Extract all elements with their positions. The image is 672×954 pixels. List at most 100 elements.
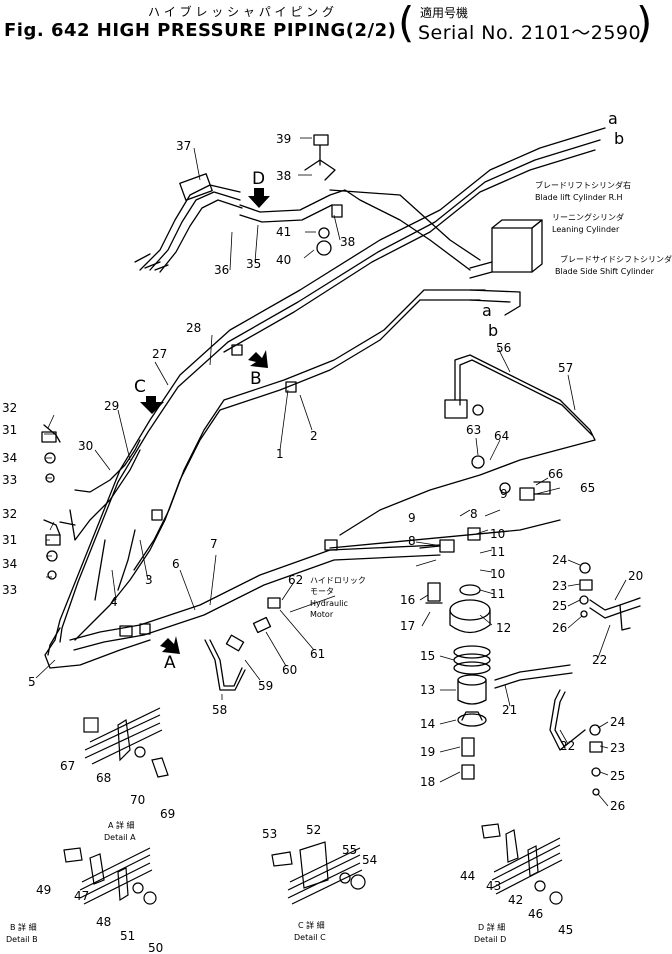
part-number: 18 — [420, 775, 435, 789]
serial-japanese: 適用号機 — [420, 6, 469, 20]
pipe-28 — [54, 127, 606, 641]
part-number: 13 — [420, 683, 435, 697]
label-motor-en1: Hydraulic — [310, 599, 348, 608]
pipe-27 — [59, 139, 601, 643]
callout-view-B: B — [250, 369, 262, 389]
part-number: 16 — [400, 593, 415, 607]
detail-A-en: Detail A — [104, 833, 136, 842]
part-number: 29 — [104, 399, 119, 413]
hose-29 — [69, 449, 141, 541]
part-number: 48 — [96, 915, 111, 929]
serial-number: Serial No. 2101～2590 — [418, 22, 642, 44]
label-side-shift-en: Blade Side Shift Cylinder — [555, 267, 655, 276]
detail-C-en: Detail C — [294, 933, 326, 942]
part-number: 34 — [2, 451, 17, 465]
label-blade-lift-en: Blade lift Cylinder R.H — [535, 193, 622, 202]
label-side-shift-jp: ブレードサイドシフトシリンダ — [560, 254, 672, 264]
pipe-1 — [74, 299, 481, 641]
part-number: 25 — [552, 599, 567, 613]
part-number: 24 — [552, 553, 567, 567]
part-number: 35 — [246, 257, 261, 271]
part-number: 26 — [610, 799, 625, 813]
view-D-arrow — [248, 188, 270, 208]
part-number: 21 — [502, 703, 517, 717]
part-number: 56 — [496, 341, 511, 355]
part-number: 33 — [2, 583, 17, 597]
callout-a-mid: a — [482, 301, 492, 320]
part-number: 60 — [282, 663, 297, 677]
view-A-arrow — [160, 636, 180, 654]
part-number: 5 — [28, 675, 36, 689]
detail-D-en: Detail D — [474, 935, 506, 944]
part-number: 27 — [152, 347, 167, 361]
hose-58 — [204, 639, 246, 691]
part-number: 6 — [172, 557, 180, 571]
part-number: 62 — [288, 573, 303, 587]
part-number: 54 — [362, 853, 377, 867]
part-number: 26 — [552, 621, 567, 635]
detail-D — [481, 823, 563, 905]
part-number: 39 — [276, 132, 291, 146]
part-number: 9 — [408, 511, 416, 525]
label-leaning-en: Leaning Cylinder — [552, 225, 620, 234]
detail-D-jp: D 詳 細 — [478, 922, 505, 932]
part-number: 58 — [212, 703, 227, 717]
label-motor-jp2: モータ — [310, 587, 334, 596]
pipe-56 — [454, 354, 596, 441]
part-number: 38 — [340, 235, 355, 249]
part-number: 50 — [148, 941, 163, 954]
part-number: 65 — [580, 481, 595, 495]
figure-title: Fig. 642 HIGH PRESSURE PIPING(2/2) — [4, 20, 397, 41]
part-number: 45 — [558, 923, 573, 937]
detail-A — [83, 707, 169, 778]
part-number: 3 — [145, 573, 153, 587]
part-number: 9 — [500, 487, 508, 501]
part-number: 38 — [276, 169, 291, 183]
part-number: 4 — [110, 595, 118, 609]
part-number: 2 — [310, 429, 318, 443]
part-number: 67 — [60, 759, 75, 773]
part-number: 11 — [490, 545, 505, 559]
callout-view-A: A — [164, 653, 176, 673]
callout-view-D: D — [252, 169, 265, 189]
part-number: 64 — [494, 429, 509, 443]
part-number: 20 — [628, 569, 643, 583]
pipe-5 — [44, 639, 151, 669]
detail-B-jp: B 詳 細 — [10, 922, 37, 932]
pipe-2 — [133, 289, 486, 571]
detail-C-jp: C 詳 細 — [298, 920, 325, 930]
part-number: 22 — [560, 739, 575, 753]
part-number: 61 — [310, 647, 325, 661]
part-number: 25 — [610, 769, 625, 783]
part-number: 10 — [490, 527, 505, 541]
part-number: 24 — [610, 715, 625, 729]
detail-C — [271, 841, 366, 905]
part-number: 53 — [262, 827, 277, 841]
part-number: 12 — [496, 621, 511, 635]
part-number: 47 — [74, 889, 89, 903]
pipe-57 — [459, 359, 593, 436]
hydraulic-motor-12 — [449, 599, 491, 621]
part-number: 36 — [214, 263, 229, 277]
part-number: 17 — [400, 619, 415, 633]
serial-bracket-right: ) — [636, 0, 653, 47]
callout-a-top: a — [608, 109, 618, 128]
hose-37 — [139, 184, 241, 271]
part-number: 70 — [130, 793, 145, 807]
label-motor-en2: Motor — [310, 610, 334, 619]
label-motor-jp1: ハイドロリック — [310, 576, 366, 585]
part-number: 42 — [508, 893, 523, 907]
part-number: 31 — [2, 533, 17, 547]
part-number: 51 — [120, 929, 135, 943]
detail-B — [63, 847, 157, 905]
part-number: 37 — [176, 139, 191, 153]
view-B-arrow — [248, 350, 268, 368]
part-number: 8 — [470, 507, 478, 521]
part-number: 69 — [160, 807, 175, 821]
part-number: 28 — [186, 321, 201, 335]
pipe-21 — [494, 664, 571, 681]
part-number: 66 — [548, 467, 563, 481]
part-number: 8 — [408, 534, 416, 548]
part-number: 23 — [610, 741, 625, 755]
